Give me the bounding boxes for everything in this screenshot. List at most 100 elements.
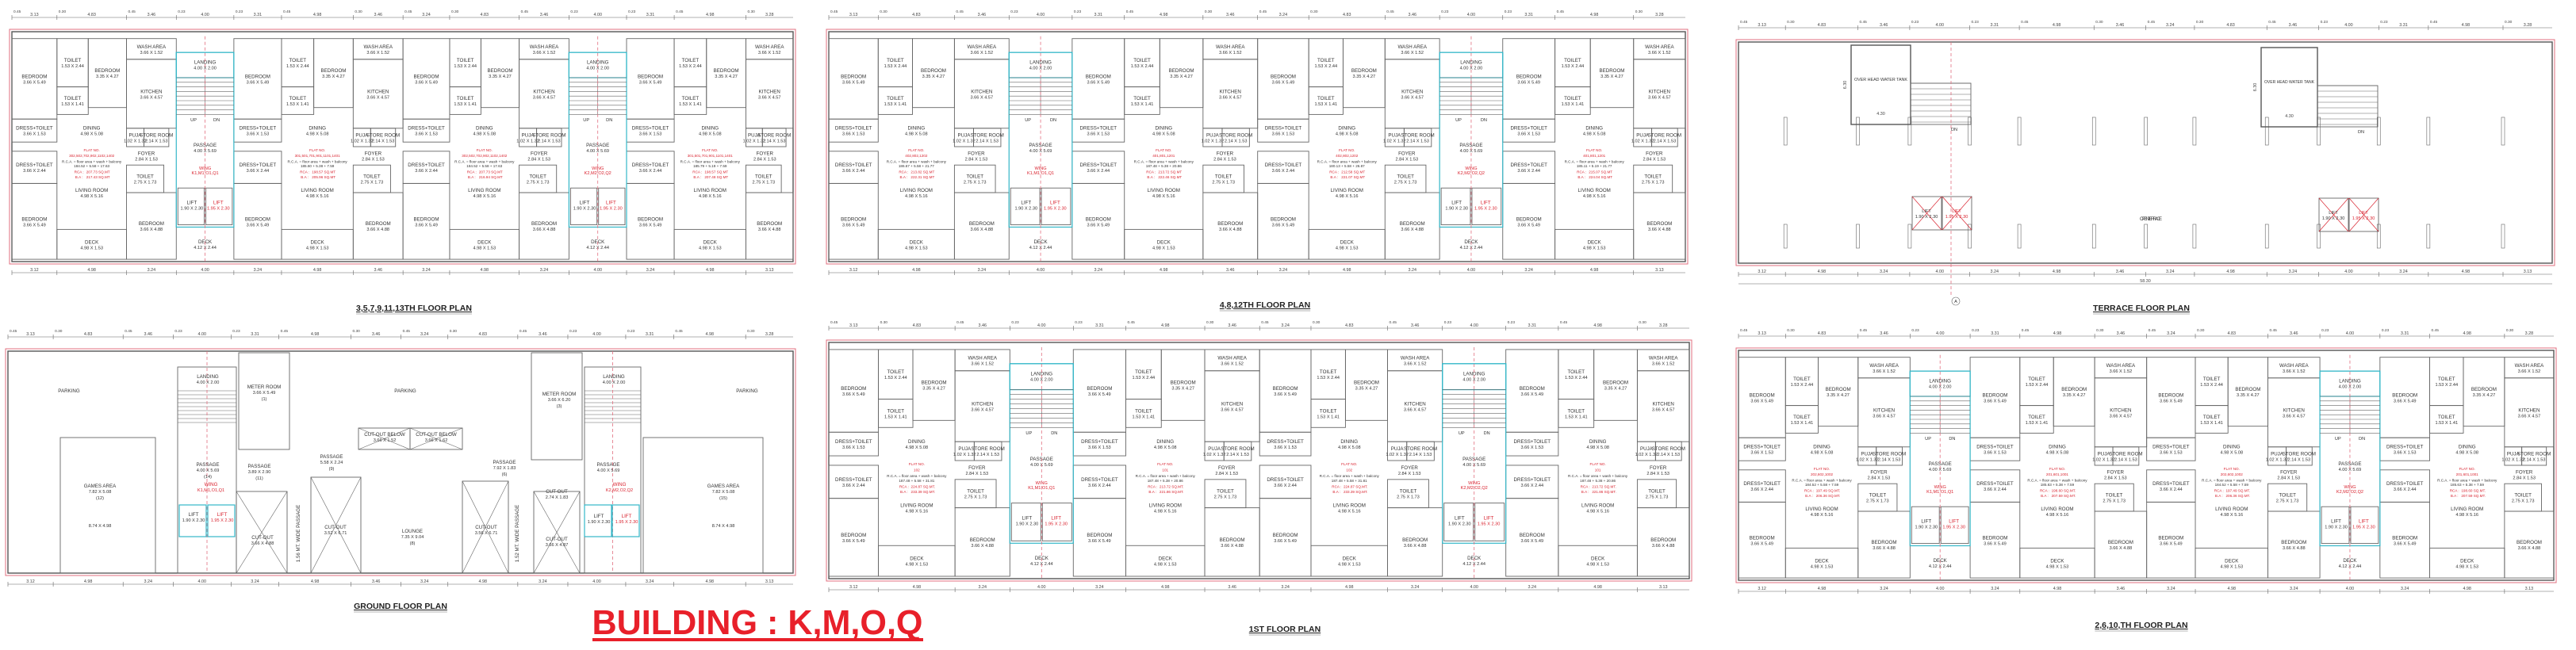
dimension-label-top: 3.28 bbox=[2524, 23, 2532, 28]
dimension-label-bottom: 4.00 bbox=[198, 579, 207, 584]
rca-formula-label: R.C.A. = floor area + wash + balcony bbox=[62, 159, 122, 163]
room-size: 4.98 X 5.16 bbox=[473, 194, 496, 199]
room-tag: (11) bbox=[255, 476, 263, 481]
lift-label: LIFT bbox=[2329, 211, 2338, 216]
dimension-label-bottom: 4.98 bbox=[2462, 270, 2471, 274]
room-outline bbox=[59, 437, 156, 574]
rca-formula: 187.48 + 5.38 + 20.86 bbox=[1146, 164, 1182, 168]
room-outline bbox=[1876, 446, 1903, 466]
room-name: BEDROOM bbox=[757, 221, 782, 227]
room-size: 3.66 X 4.88 bbox=[1648, 228, 1671, 232]
room-outline bbox=[828, 431, 880, 457]
lift-size: 1.90 X 2.30 bbox=[2325, 526, 2348, 530]
room-name: LIVING ROOM bbox=[1805, 507, 1838, 512]
dimension-label-bottom: 3.24 bbox=[978, 585, 987, 590]
room-name: DRESS+TOILET bbox=[1080, 162, 1117, 168]
room-size: 3.66 X 5.49 bbox=[1984, 541, 2007, 546]
room-name: STORE ROOM bbox=[140, 132, 173, 138]
pier-dimension-label: 0.45 bbox=[281, 329, 289, 334]
landing-size: 4.00 X 2.00 bbox=[2339, 385, 2362, 390]
lift-label: LIFT bbox=[1484, 516, 1494, 522]
landing-size: 4.00 X 2.00 bbox=[1029, 67, 1052, 71]
landing-size: 4.00 X 2.00 bbox=[194, 67, 217, 71]
room-size: 2.84 X 1.53 bbox=[362, 158, 385, 162]
room-size: 3.89 X 2.90 bbox=[248, 470, 271, 475]
room-size: 3.66 X 5.49 bbox=[1750, 399, 1773, 403]
room-size: 3.66 X 1.53 bbox=[1520, 445, 1543, 450]
room-size: 3.66 X 5.49 bbox=[1517, 80, 1540, 85]
wing-name: K1,M1,O1,Q1 bbox=[1926, 490, 1953, 495]
lift-size: 1.95 X 2.30 bbox=[1044, 207, 1067, 212]
room-name: BEDROOM bbox=[414, 216, 439, 222]
room-size: 2.14 X 1.53 bbox=[538, 139, 561, 143]
room-name: TOILET bbox=[887, 408, 905, 414]
room-name: BEDROOM bbox=[841, 216, 866, 222]
lift-label: LIFT bbox=[1922, 209, 1931, 214]
room-size: 4.98 X 5.08 bbox=[2455, 451, 2478, 456]
room-name: KITCHEN bbox=[971, 89, 992, 94]
room-size: 3.66 X 5.49 bbox=[1520, 539, 1543, 544]
dimension-label-bottom: 3.12 bbox=[849, 585, 858, 590]
lift-size: 1.90 X 2.30 bbox=[1448, 522, 1471, 527]
room-name: TOILET bbox=[2279, 493, 2296, 499]
pier-dimension-label: 0.23 bbox=[178, 10, 186, 14]
ba-value: 207.48 SQ.MT bbox=[704, 175, 728, 179]
building-title: BUILDING : K,M,O,Q bbox=[592, 603, 923, 642]
room-size: 1.53 X 2.44 bbox=[1314, 64, 1337, 69]
room-size: 4.98 X 5.08 bbox=[905, 132, 928, 137]
room-name: BEDROOM bbox=[970, 537, 995, 543]
room-size: 1.02 X 1.32 bbox=[124, 139, 147, 143]
room-name: KITCHEN bbox=[1653, 401, 1674, 407]
room-name: PUJA bbox=[1636, 132, 1650, 138]
plan-title: 4,8,12TH FLOOR PLAN bbox=[1220, 300, 1310, 310]
room-size: 3.66 X 2.44 bbox=[247, 169, 270, 174]
rca-formula: 184.52 + 5.58 + 17.63 bbox=[466, 164, 502, 168]
room-name: DRESS+TOILET bbox=[2152, 481, 2190, 487]
room-size: 3.66 X 1.52 bbox=[1404, 361, 1427, 366]
floor-plan-2: 3.133.120.454.834.980.303.463.240.454.00… bbox=[826, 10, 1689, 312]
lift-size: 1.95 X 2.30 bbox=[1942, 526, 1965, 530]
pier-dimension-label: 0.23 bbox=[627, 329, 635, 334]
room-name: LOUNGE bbox=[402, 529, 423, 534]
room-size: 2.84 X 1.53 bbox=[1868, 476, 1891, 481]
room-name: DRESS+TOILET bbox=[1510, 126, 1547, 132]
room-size: 2.75 X 1.73 bbox=[361, 181, 384, 185]
pier-dimension-label: 0.30 bbox=[2505, 20, 2513, 25]
grid-marker bbox=[1951, 296, 1961, 306]
room-size: 2.75 X 1.73 bbox=[1866, 499, 1889, 504]
room-size: 3.66 X 5.49 bbox=[1087, 223, 1110, 228]
stair-down-label: DN bbox=[1481, 118, 1487, 123]
dimension-label-top: 3.46 bbox=[2290, 331, 2298, 336]
room-size: 2.84 X 1.53 bbox=[1398, 472, 1421, 476]
lift-label: LIFT bbox=[187, 201, 197, 206]
room-size: 4.98 X 5.16 bbox=[1811, 513, 1834, 518]
room-name: WASH AREA bbox=[1397, 44, 1427, 50]
room-size: 2.75 X 1.73 bbox=[1397, 495, 1420, 500]
dimension-label-bottom: 4.98 bbox=[311, 579, 320, 584]
room-size: 3.66 X 4.88 bbox=[1401, 228, 1424, 232]
room-size: 3.35 X 4.27 bbox=[489, 75, 512, 79]
dimension-label-bottom: 4.98 bbox=[2053, 270, 2061, 274]
dimension-label-top: 3.24 bbox=[2167, 331, 2175, 336]
outline-red bbox=[826, 339, 1692, 582]
pier-dimension-label: 0.30 bbox=[355, 10, 362, 14]
room-name: DECK bbox=[1591, 556, 1605, 562]
dimension-label-top: 3.31 bbox=[2399, 23, 2408, 28]
floor-plan-5: 3.133.120.454.834.980.303.463.240.454.00… bbox=[826, 320, 1692, 636]
pier-dimension-label: 0.30 bbox=[880, 10, 887, 14]
stair-down-label: DN bbox=[1484, 431, 1490, 436]
room-name: BEDROOM bbox=[841, 74, 866, 79]
room-size: 1.90 X 2.30 bbox=[588, 520, 611, 525]
room-size: 3.66 X 5.49 bbox=[1274, 539, 1297, 544]
room-size: 3.66 X 1.53 bbox=[1750, 451, 1773, 456]
rca-label: RCA : bbox=[692, 170, 702, 174]
room-name: WASH AREA bbox=[968, 44, 997, 50]
room-size: 4.98 X 1.53 bbox=[1811, 564, 1834, 569]
room-name: LANDING bbox=[197, 374, 219, 380]
rca-value: 207.73 SQ.MT bbox=[479, 170, 503, 174]
stair-up-label: UP bbox=[2335, 437, 2341, 442]
pier-dimension-label: 0.45 bbox=[1390, 320, 1397, 325]
outer-wall bbox=[11, 31, 794, 262]
pier-dimension-label: 0.30 bbox=[747, 329, 755, 334]
